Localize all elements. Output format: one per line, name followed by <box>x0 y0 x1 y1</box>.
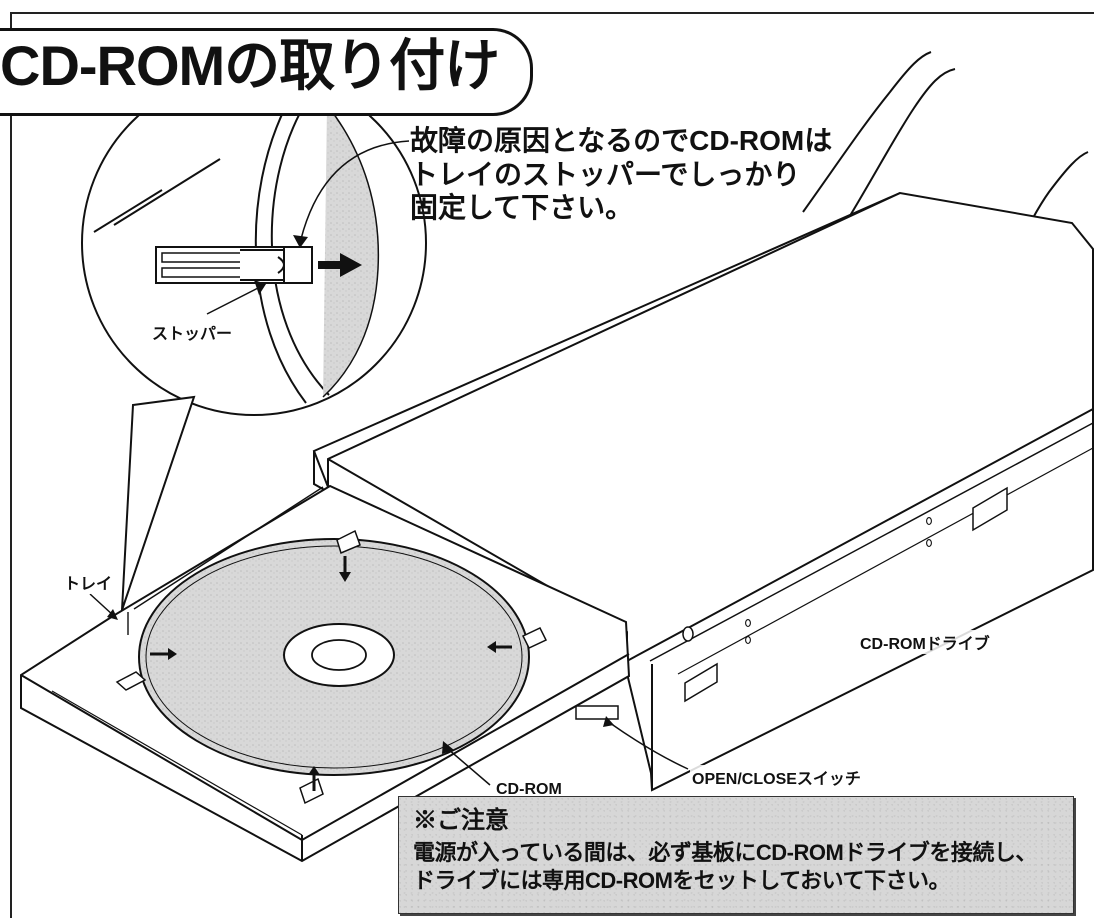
arrow-icon <box>254 280 266 295</box>
arrow-icon <box>487 641 496 653</box>
drive-hole <box>926 517 932 525</box>
page-title: CD-ROMの取り付け <box>0 34 500 97</box>
magnified-surface-line <box>93 189 163 233</box>
cd-rom-hole <box>311 639 367 671</box>
notice-line: ドライブには専用CD-ROMをセットしておいて下さい。 <box>413 867 950 893</box>
magnified-surface-line <box>113 158 221 226</box>
open-close-switch-label: OPEN/CLOSEスイッチ <box>690 765 863 789</box>
arrow-icon <box>308 766 320 775</box>
tray-stopper <box>336 529 361 555</box>
tray-leader-line <box>89 593 115 617</box>
instruction-line: 故障の原因となるのでCD-ROMは <box>410 125 833 156</box>
magnified-disc-area <box>322 104 380 398</box>
tray-label: トレイ <box>62 570 115 594</box>
callout-leader-line <box>300 140 410 240</box>
arrow-icon <box>293 235 308 248</box>
arrow-icon <box>340 253 362 277</box>
drive-vent <box>972 486 1008 532</box>
arrow-icon <box>107 609 118 620</box>
disc-leader-line <box>447 748 491 786</box>
instruction-line: 固定して下さい。 <box>410 192 634 224</box>
caution-notice: ※ご注意 電源が入っている間は、必ず基板にCD-ROMドライブを接続し、 ドライ… <box>398 796 1074 914</box>
drive-label: CD-ROMドライブ <box>858 630 992 654</box>
magnified-stopper-slot <box>161 252 246 263</box>
arrow-icon <box>442 741 454 754</box>
arrow-icon <box>168 648 177 660</box>
magnified-stopper-end <box>283 246 313 284</box>
switch-leader-line <box>609 722 689 770</box>
drive-hole <box>682 626 694 642</box>
drive-hole <box>745 636 751 644</box>
drive-hole <box>926 539 932 547</box>
tray-lip-line <box>51 690 303 836</box>
page-left-border <box>10 12 12 918</box>
stopper-label: ストッパー <box>150 320 235 344</box>
arrow-icon <box>603 716 614 727</box>
title-frame <box>0 28 533 116</box>
instruction-line: トレイのストッパーでしっかり <box>410 158 801 190</box>
cable-line <box>841 68 956 230</box>
disc-label: CD-ROM <box>494 781 564 799</box>
page-top-border <box>10 12 1094 14</box>
drive-detail-line <box>649 422 1094 662</box>
magnifier-pointer <box>121 395 196 611</box>
tray-inner-line <box>133 486 324 610</box>
drive-vent <box>684 662 718 703</box>
open-close-switch <box>575 705 619 720</box>
cd-rom-disc-edge <box>145 545 523 769</box>
arrow-icon <box>339 572 351 582</box>
notice-title: ※ご注意 <box>413 807 509 834</box>
cable-line <box>802 51 932 213</box>
stopper-leader-line <box>206 286 261 315</box>
notice-line: 電源が入っている間は、必ず基板にCD-ROMドライブを接続し、 <box>413 839 1037 865</box>
tray-stopper <box>299 777 324 805</box>
stopper-instruction: 故障の原因となるのでCD-ROMは トレイのストッパーでしっかり 固定して下さい… <box>410 124 860 225</box>
magnified-stopper-slot <box>161 267 246 278</box>
tray-stopper <box>521 627 548 649</box>
tray-stopper <box>115 671 147 691</box>
drive-hole <box>745 619 751 627</box>
